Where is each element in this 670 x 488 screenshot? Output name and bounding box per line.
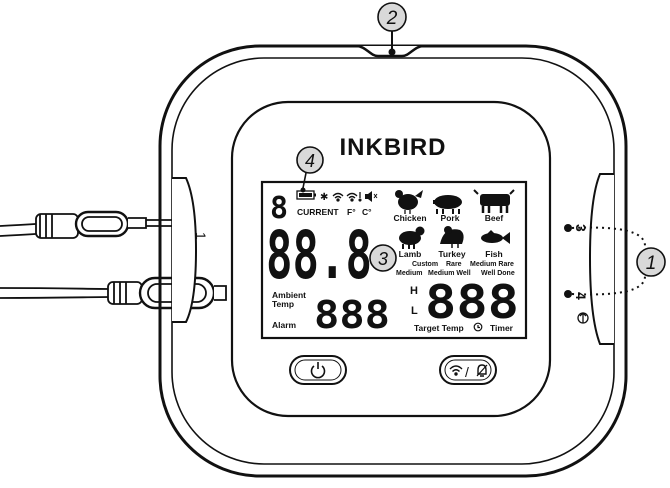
- probe-number-digit: 8: [270, 191, 288, 226]
- turkey-icon: [440, 226, 464, 248]
- target-temp-label: Target Temp: [414, 323, 464, 333]
- wifi-alarm-icon: [449, 364, 488, 377]
- doneness-custom: Custom: [412, 261, 438, 268]
- high-label: H: [410, 285, 418, 297]
- main-temp-digits: 88.8: [266, 217, 372, 294]
- callout-4-number: 4: [305, 151, 315, 171]
- ambient-temp-digits: 888: [314, 293, 390, 337]
- callout-1: 1: [636, 247, 666, 277]
- port-3-dot: [564, 224, 572, 232]
- timer-clock-icon: [473, 322, 483, 332]
- current-label: CURRENT: [297, 207, 339, 217]
- brand-logo: INKBIRD: [340, 134, 447, 161]
- meat-label-lamb: Lamb: [399, 249, 422, 259]
- port-label-4: 4: [573, 292, 589, 300]
- alarm-label: Alarm: [272, 320, 297, 330]
- chicken-icon: [395, 190, 423, 214]
- ambient-decimal-point: [370, 323, 373, 326]
- meat-label-chicken: Chicken: [393, 213, 426, 223]
- mute-icon: [365, 191, 378, 202]
- wifi-alarm-button[interactable]: /: [439, 355, 497, 385]
- button-separator: /: [465, 364, 469, 380]
- callout-3: 3: [369, 244, 397, 272]
- callout-2-number: 2: [386, 8, 398, 29]
- callout-2: 2: [377, 2, 407, 56]
- lcd-screen: 8 ✱ CURRENT F° C° 88.8: [260, 180, 528, 340]
- temp-label: Temp: [272, 299, 294, 309]
- doneness-medium-well: Medium Well: [428, 270, 471, 277]
- callout-1-bracket: [571, 226, 646, 296]
- power-icon: [310, 362, 326, 379]
- celsius-label: C°: [362, 207, 372, 217]
- probe-port-icon: [577, 312, 589, 324]
- meat-label-fish: Fish: [485, 249, 502, 259]
- doneness-well-done: Well Done: [481, 270, 515, 277]
- wifi-icon: [332, 192, 344, 202]
- pork-icon: [433, 195, 462, 214]
- power-button[interactable]: [289, 355, 347, 385]
- lamb-icon: [399, 226, 425, 249]
- device-body: [158, 44, 628, 478]
- fish-icon: [481, 230, 510, 244]
- timer-label: Timer: [490, 323, 514, 333]
- doneness-medium: Medium: [396, 270, 422, 277]
- target-temp-digits: 888: [425, 275, 519, 329]
- meat-label-pork: Pork: [441, 213, 460, 223]
- low-label: L: [411, 305, 418, 317]
- bluetooth-icon: ✱: [320, 192, 328, 203]
- callout-1-number: 1: [646, 253, 657, 274]
- port-label-1: 1: [193, 232, 209, 240]
- port-label-3: 3: [573, 224, 589, 232]
- fahrenheit-label: F°: [347, 207, 356, 217]
- callout-3-number: 3: [378, 249, 388, 269]
- wifi-alert-icon: [346, 192, 362, 202]
- doneness-rare: Rare: [446, 261, 462, 268]
- ambient-label: Ambient: [272, 290, 306, 300]
- meat-label-turkey: Turkey: [438, 249, 466, 259]
- battery-icon: [296, 190, 316, 200]
- port-4-dot: [564, 290, 572, 298]
- beef-icon: [473, 189, 515, 213]
- callout-4: 4: [296, 146, 324, 193]
- doneness-medium-rare: Medium Rare: [470, 261, 514, 268]
- meat-label-beef: Beef: [485, 213, 504, 223]
